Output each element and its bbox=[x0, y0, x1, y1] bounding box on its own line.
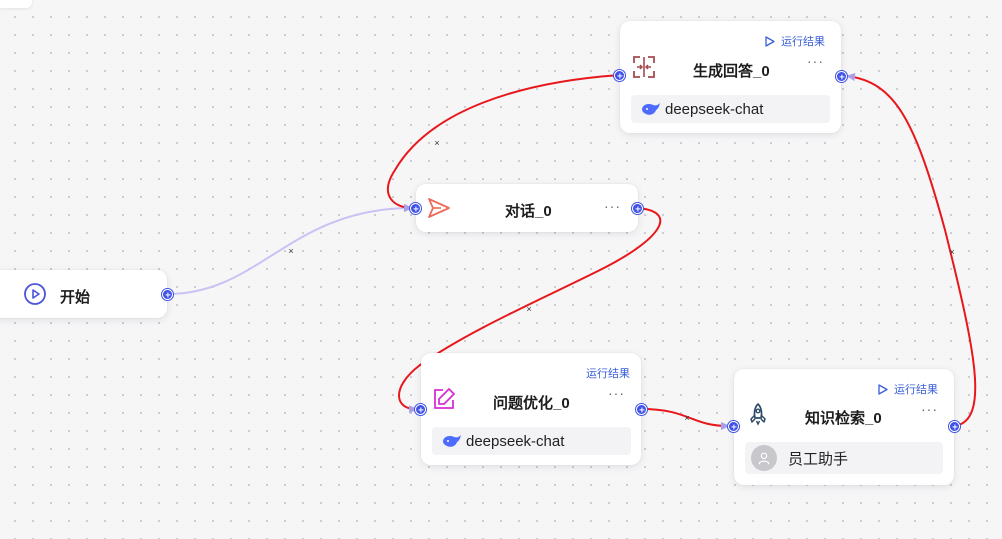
model-selector[interactable]: deepseek-chat bbox=[631, 95, 830, 123]
node-menu-button[interactable]: ··· bbox=[921, 401, 938, 417]
edit-icon bbox=[434, 388, 455, 409]
node-title: 问题优化_0 bbox=[493, 395, 570, 412]
run-result-link[interactable]: 运行结果 bbox=[878, 381, 938, 397]
port-retrieve-output[interactable] bbox=[949, 421, 960, 432]
edge-start-to-chat[interactable] bbox=[167, 204, 413, 295]
node-menu-button[interactable]: ··· bbox=[807, 53, 824, 69]
node-title: 开始 bbox=[60, 289, 91, 306]
generate-answer-icon bbox=[633, 56, 655, 78]
port-generate-input[interactable] bbox=[614, 70, 625, 81]
node-title: 对话_0 bbox=[505, 203, 552, 220]
edge-delete-optimize-retrieve[interactable]: × bbox=[684, 413, 690, 423]
port-retrieve-input[interactable] bbox=[728, 421, 739, 432]
edge-delete-retrieve-generate[interactable]: × bbox=[949, 247, 955, 257]
canvas-corner-tab bbox=[0, 0, 32, 8]
run-result-label: 运行结果 bbox=[894, 384, 938, 396]
user-icon bbox=[758, 452, 770, 465]
play-icon bbox=[878, 383, 888, 395]
node-menu-button[interactable]: ··· bbox=[604, 198, 621, 214]
node-start[interactable]: 开始 bbox=[0, 270, 167, 318]
node-generate-answer[interactable]: 运行结果 生成回答_0 ··· deepseek-chat bbox=[620, 21, 841, 133]
edge-delete-generate-chat[interactable]: × bbox=[434, 138, 440, 148]
node-title: 生成回答_0 bbox=[693, 63, 770, 80]
port-optimize-output[interactable] bbox=[636, 404, 647, 415]
model-name: deepseek-chat bbox=[466, 432, 565, 450]
knowledge-base-selector[interactable]: 员工助手 bbox=[745, 442, 943, 474]
knowledge-base-name: 员工助手 bbox=[788, 450, 849, 468]
model-selector[interactable]: deepseek-chat bbox=[432, 427, 631, 455]
run-result-link[interactable]: 运行结果 bbox=[765, 33, 825, 49]
run-result-label: 运行结果 bbox=[781, 36, 825, 48]
port-start-output[interactable] bbox=[162, 289, 173, 300]
edge-chat-to-optimize[interactable] bbox=[398, 207, 662, 414]
edge-delete-start-chat[interactable]: × bbox=[288, 246, 294, 256]
port-chat-output[interactable] bbox=[632, 203, 643, 214]
whale-icon bbox=[642, 103, 660, 115]
run-result-label: 运行结果 bbox=[586, 368, 630, 380]
port-chat-input[interactable] bbox=[410, 203, 421, 214]
edge-optimize-to-retrieve[interactable] bbox=[640, 408, 730, 430]
edge-delete-chat-optimize[interactable]: × bbox=[526, 304, 532, 314]
node-knowledge-retrieval[interactable]: 运行结果 知识检索_0 ··· 员工助手 bbox=[734, 369, 954, 485]
send-icon bbox=[428, 198, 450, 218]
play-icon bbox=[765, 35, 775, 47]
run-result-link[interactable]: 运行结果 bbox=[586, 365, 630, 381]
port-optimize-input[interactable] bbox=[415, 404, 426, 415]
avatar bbox=[751, 445, 777, 471]
play-circle-icon bbox=[24, 283, 46, 305]
rocket-icon bbox=[750, 403, 766, 426]
model-name: deepseek-chat bbox=[665, 100, 764, 118]
node-question-optimize[interactable]: 运行结果 问题优化_0 ··· deepseek-chat bbox=[421, 353, 641, 465]
node-chat[interactable]: 对话_0 ··· bbox=[416, 184, 638, 232]
edge-generate-to-chat[interactable] bbox=[387, 74, 621, 212]
node-title: 知识检索_0 bbox=[805, 410, 882, 427]
node-menu-button[interactable]: ··· bbox=[608, 385, 625, 401]
edge-retrieve-to-generate[interactable] bbox=[846, 73, 977, 427]
port-generate-output[interactable] bbox=[836, 71, 847, 82]
whale-icon bbox=[443, 435, 461, 447]
